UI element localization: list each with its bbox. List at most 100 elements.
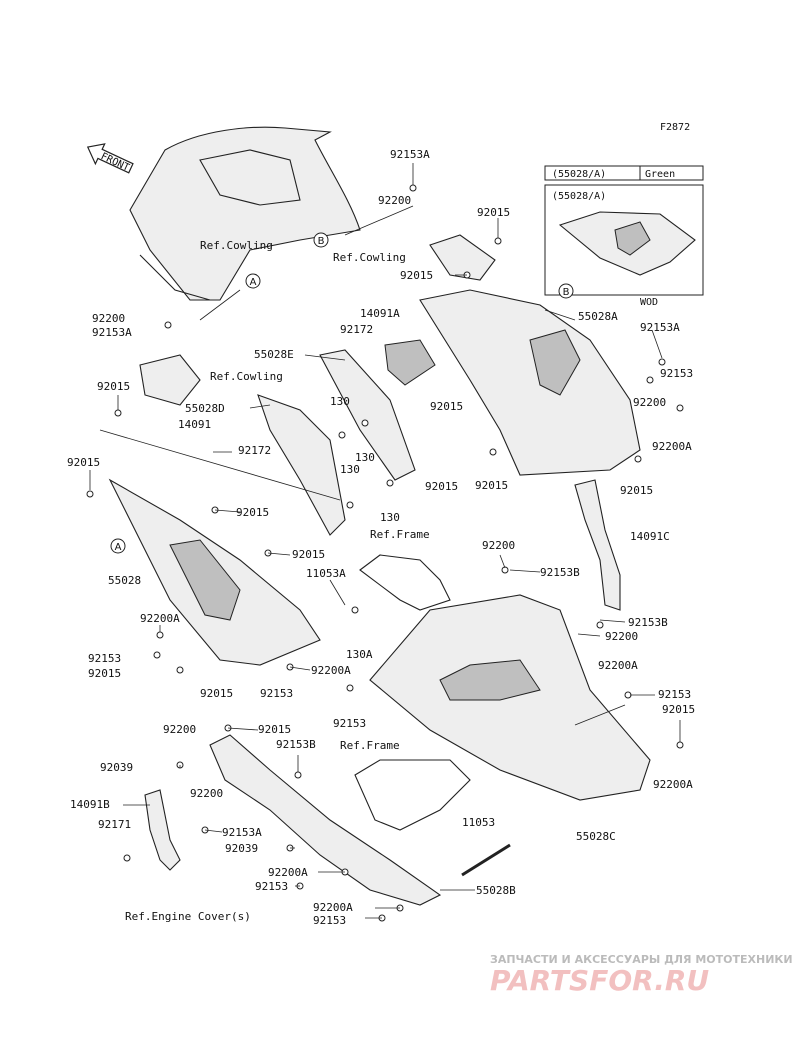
- ref-cowling-2: Ref.Cowling: [333, 251, 406, 264]
- part-label: 92153: [658, 688, 691, 701]
- lower-cowling-right-drawing: [369, 594, 651, 801]
- part-label: 92015: [292, 548, 325, 561]
- part-label: 55028B: [476, 884, 516, 897]
- part-label: 92153: [660, 367, 693, 380]
- part-label: 130A: [346, 648, 373, 661]
- svg-text:B: B: [563, 287, 570, 298]
- part-label: 92200: [92, 312, 125, 325]
- part-label: 92153: [333, 717, 366, 730]
- part-label: 92200A: [313, 901, 353, 914]
- part-label: 130: [355, 451, 375, 464]
- part-label: 92153A: [640, 321, 680, 334]
- part-label: 92200A: [652, 440, 692, 453]
- part-label: 11053A: [306, 567, 346, 580]
- part-label: 92015: [475, 479, 508, 492]
- part-label: 92153B: [540, 566, 580, 579]
- ref-cowling-3: Ref.Cowling: [210, 370, 283, 383]
- part-label: 92200A: [268, 866, 308, 879]
- part-label: 92200: [190, 787, 223, 800]
- lower-cowling-left-drawing: [209, 734, 442, 906]
- part-label: 92172: [340, 323, 373, 336]
- figure-code: F2872: [660, 122, 690, 133]
- callout-b-2: B: [558, 283, 574, 299]
- part-label: 92200A: [311, 664, 351, 677]
- inner-panels-drawing: [139, 234, 496, 536]
- part-label: 55028D: [185, 402, 225, 415]
- part-label: 92153B: [276, 738, 316, 751]
- inset-header-part: (55028/A): [552, 169, 606, 180]
- front-arrow-icon: FRONT: [86, 143, 134, 174]
- part-label: 92015: [430, 400, 463, 413]
- part-label: 92200A: [653, 778, 693, 791]
- svg-text:A: A: [250, 277, 257, 288]
- svg-text:B: B: [318, 236, 325, 247]
- part-label: 92200A: [140, 612, 180, 625]
- part-label: 92200A: [598, 659, 638, 672]
- color-variant-inset: (55028/A) Green (55028/A) WOD: [544, 165, 704, 308]
- upper-cowling-drawing: [129, 126, 361, 301]
- part-label: 92200: [482, 539, 515, 552]
- ref-cowling-1: Ref.Cowling: [200, 239, 273, 252]
- ref-frame-1: Ref.Frame: [370, 528, 430, 541]
- part-label: 92015: [67, 456, 100, 469]
- callout-b-1: B: [313, 232, 329, 248]
- ref-engine-cover: Ref.Engine Cover(s): [125, 910, 251, 923]
- part-label: 92039: [225, 842, 258, 855]
- part-label: 130: [380, 511, 400, 524]
- part-label: 92039: [100, 761, 133, 774]
- part-label: 55028C: [576, 830, 616, 843]
- inset-header-color: Green: [645, 169, 675, 180]
- inset-variant: WOD: [640, 297, 658, 308]
- part-label: 92153A: [92, 326, 132, 339]
- part-label: 92153A: [222, 826, 262, 839]
- frame-bracket-drawing: [354, 554, 471, 831]
- bar-11053-drawing: [461, 843, 511, 877]
- part-label: 14091C: [630, 530, 670, 543]
- part-label: 92153: [260, 687, 293, 700]
- part-label: 14091A: [360, 307, 400, 320]
- ref-frame-2: Ref.Frame: [340, 739, 400, 752]
- bracket-14091c-drawing: [574, 479, 621, 611]
- part-label: 92153: [255, 880, 288, 893]
- part-label: 92153: [313, 914, 346, 927]
- part-label: 11053: [462, 816, 495, 829]
- watermark-brand: PARTSFOR.RU: [490, 964, 709, 997]
- part-label: 92015: [662, 703, 695, 716]
- part-label: 92200: [163, 723, 196, 736]
- part-label: 92153: [88, 652, 121, 665]
- part-label: 92015: [97, 380, 130, 393]
- part-label: 92015: [425, 480, 458, 493]
- part-label: 92200: [633, 396, 666, 409]
- part-label: 55028E: [254, 348, 294, 361]
- part-label: 92200: [605, 630, 638, 643]
- watermark-tagline: ЗАПЧАСТИ И АКСЕССУАРЫ ДЛЯ МОТОТЕХНИКИ: [490, 953, 793, 966]
- part-label: 55028A: [578, 310, 618, 323]
- part-label: 14091: [178, 418, 211, 431]
- bracket-14091b-drawing: [144, 789, 181, 871]
- part-label: 92015: [620, 484, 653, 497]
- front-arrow-label: FRONT: [99, 151, 131, 174]
- part-label: 92015: [88, 667, 121, 680]
- side-cowling-right-drawing: [419, 289, 641, 476]
- part-label: 92015: [236, 506, 269, 519]
- part-label: 130: [330, 395, 350, 408]
- part-label: 92153B: [628, 616, 668, 629]
- svg-text:A: A: [115, 542, 122, 553]
- callout-a-2: A: [110, 538, 126, 554]
- part-label: 92015: [400, 269, 433, 282]
- part-label: 92015: [200, 687, 233, 700]
- part-label: 92200: [378, 194, 411, 207]
- part-label: 92153A: [390, 148, 430, 161]
- part-label: 92015: [477, 206, 510, 219]
- leader-lines: [89, 163, 681, 919]
- callout-a-1: A: [245, 273, 261, 289]
- part-label: 14091B: [70, 798, 110, 811]
- part-label: 55028: [108, 574, 141, 587]
- inset-part: (55028/A): [552, 191, 606, 202]
- part-labels: 92153A 92200 92015 92015 55028A 92153A 9…: [67, 148, 695, 927]
- part-label: 92015: [258, 723, 291, 736]
- side-cowling-left-drawing: [108, 478, 321, 666]
- part-label: 92172: [238, 444, 271, 457]
- part-label: 92171: [98, 818, 131, 831]
